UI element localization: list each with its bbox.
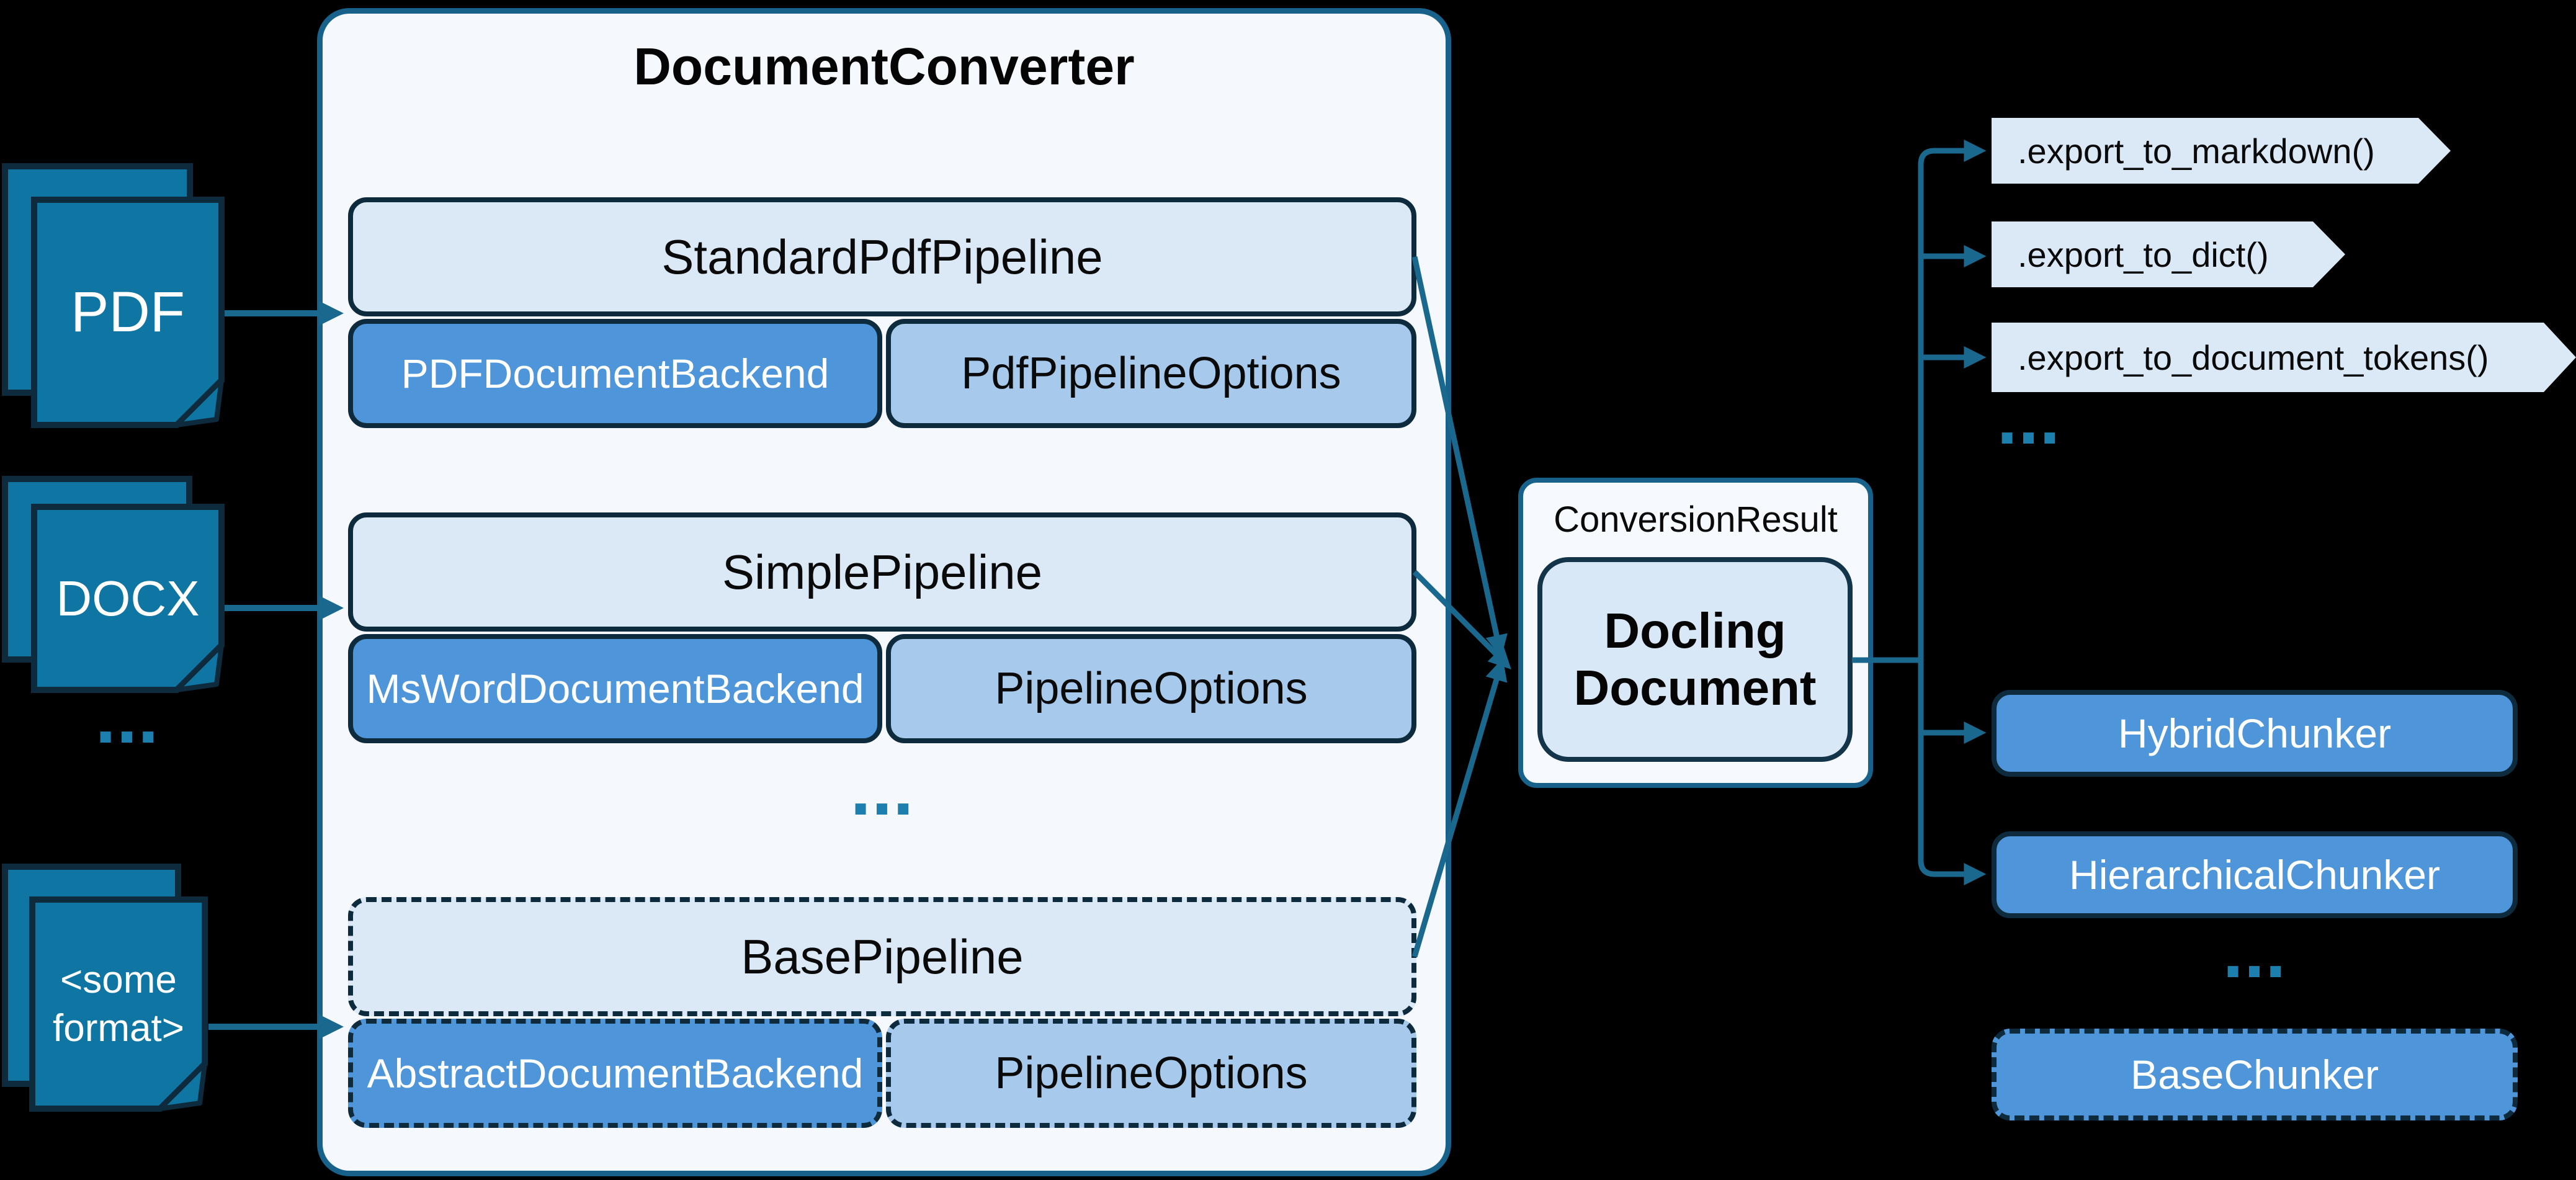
export-to-document-tokens-tag: .export_to_document_tokens() xyxy=(1992,323,2576,392)
base-chunker-box: BaseChunker xyxy=(1992,1029,2518,1120)
base-pipeline-options-box: PipelineOptions xyxy=(886,1019,1416,1128)
pdf-document-backend-box: PDFDocumentBackend xyxy=(348,319,882,428)
pdf-pipeline-options-box: PdfPipelineOptions xyxy=(886,319,1416,428)
document-converter-panel: DocumentConverter StandardPdfPipeline PD… xyxy=(317,8,1451,1176)
msword-document-backend-box: MsWordDocumentBackend xyxy=(348,634,882,743)
conversion-result-label: ConversionResult xyxy=(1554,499,1838,540)
hybrid-chunker-box: HybridChunker xyxy=(1992,690,2518,777)
inputs-ellipsis: ... xyxy=(95,676,159,759)
exports-ellipsis: ... xyxy=(1997,377,2061,460)
document-converter-title: DocumentConverter xyxy=(633,37,1135,96)
chunkers-ellipsis: ... xyxy=(2222,910,2287,993)
hierarchical-chunker-box: HierarchicalChunker xyxy=(1992,831,2518,918)
input-docx-label: DOCX xyxy=(56,570,200,626)
pipelines-ellipsis: ... xyxy=(850,748,915,831)
export-to-markdown-tag: .export_to_markdown() xyxy=(1992,118,2451,184)
pipeline-options-box: PipelineOptions xyxy=(886,634,1416,743)
base-pipeline-box: BasePipeline xyxy=(348,897,1416,1016)
input-some-format-label: <some format> xyxy=(53,959,184,1050)
standard-pdf-pipeline-box: StandardPdfPipeline xyxy=(348,197,1416,316)
input-pdf-label: PDF xyxy=(71,280,185,344)
conversion-result-panel: ConversionResult Docling Document xyxy=(1518,478,1873,788)
export-to-dict-tag: .export_to_dict() xyxy=(1992,221,2345,287)
docling-document-box: Docling Document xyxy=(1537,557,1853,762)
abstract-document-backend-box: AbstractDocumentBackend xyxy=(348,1019,882,1128)
simple-pipeline-box: SimplePipeline xyxy=(348,512,1416,632)
